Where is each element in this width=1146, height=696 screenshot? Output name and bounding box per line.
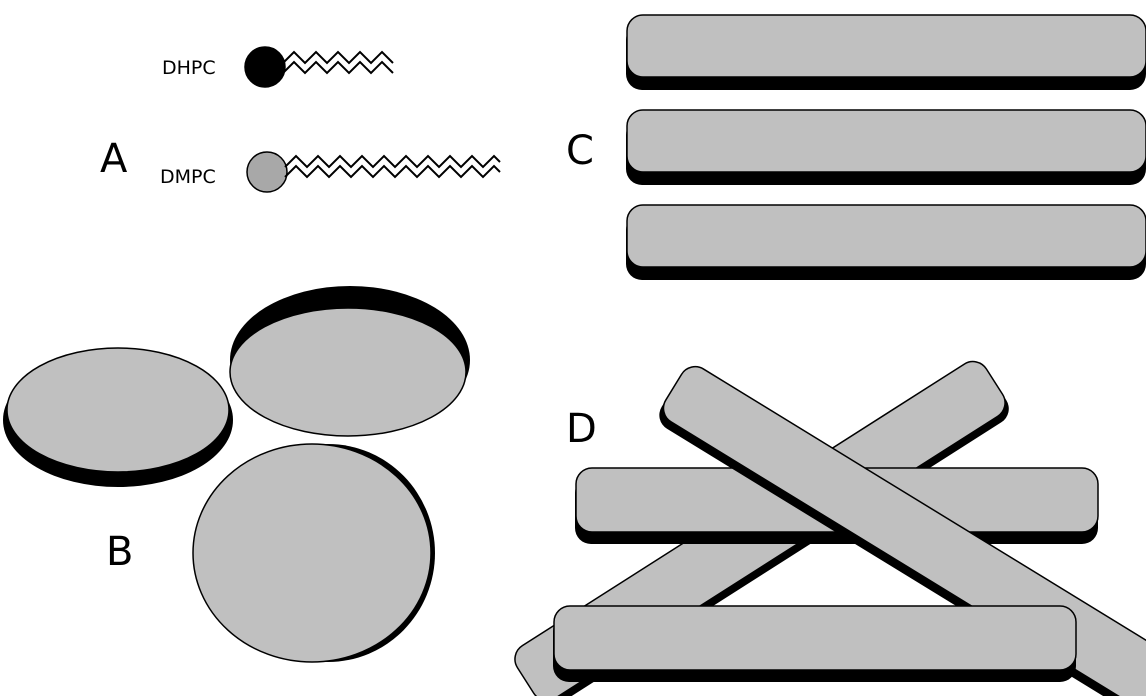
panel-c: C: [566, 14, 1146, 280]
panel-b-label: B: [106, 529, 133, 575]
dmpc-tail-2: [284, 164, 501, 179]
panel-d-label: D: [566, 406, 597, 452]
ribbon-d-lower-face: [553, 605, 1077, 671]
ribbon-c-1-face: [626, 14, 1146, 78]
panel-d: D: [514, 360, 1146, 696]
ribbon-c-2-face: [626, 109, 1146, 173]
disc-top-face: [229, 307, 467, 437]
disc-top: [229, 286, 470, 437]
dhpc-tail-1: [282, 50, 394, 65]
ribbon-d-lower: [553, 605, 1077, 682]
dmpc-tail-1: [284, 154, 501, 169]
dhpc-molecule: DHPC: [162, 46, 394, 88]
disc-round-face: [192, 443, 432, 663]
dhpc-tail-2: [282, 60, 394, 75]
ribbon-c-1: [626, 14, 1146, 90]
disc-left: [3, 347, 233, 487]
panel-a: A DHPC DMPC: [100, 46, 501, 193]
dmpc-label: DMPC: [160, 166, 216, 188]
dhpc-label: DHPC: [162, 57, 216, 79]
dhpc-head: [244, 46, 286, 88]
dmpc-molecule: DMPC: [160, 151, 501, 193]
ribbon-c-3: [626, 204, 1146, 280]
disc-round: [192, 443, 435, 663]
panel-a-label: A: [100, 136, 128, 182]
disc-left-face: [6, 347, 230, 473]
panel-c-label: C: [566, 128, 594, 174]
ribbon-c-2: [626, 109, 1146, 185]
panel-b: B: [3, 286, 470, 663]
ribbon-c-3-face: [626, 204, 1146, 268]
dmpc-head: [246, 151, 288, 193]
